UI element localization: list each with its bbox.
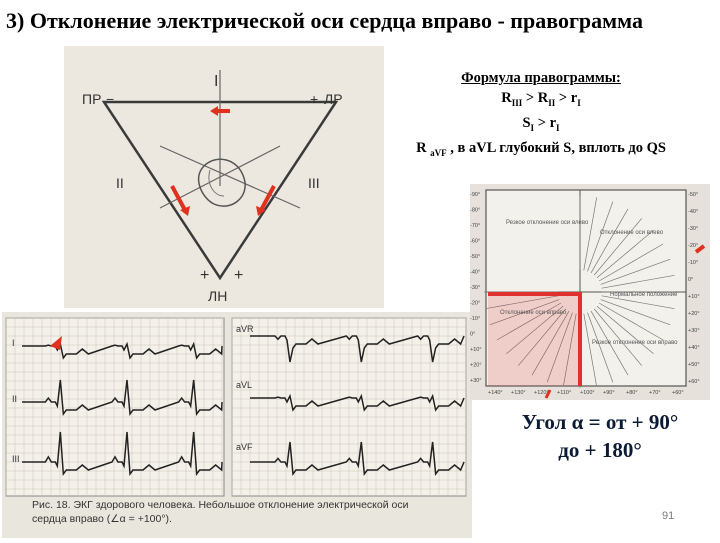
svg-text:−: − xyxy=(106,91,114,107)
axis-tick-left: -20° xyxy=(470,301,480,307)
axis-tick-right: -50° xyxy=(688,192,698,198)
svg-text:+: + xyxy=(310,91,318,107)
axis-tick-left: -90° xyxy=(470,192,480,198)
axis-tick-bottom: +120° xyxy=(534,390,549,396)
formula-heading: Формула правограммы: xyxy=(461,70,621,86)
axis-tick-right: +30° xyxy=(688,328,700,334)
ecg-red-marker xyxy=(50,336,62,350)
axis-tick-bottom: +60° xyxy=(672,390,684,396)
axis-tick-bottom: +70° xyxy=(649,390,661,396)
angle-line-1: Угол α = от + 90° xyxy=(521,410,679,434)
zone-sharp-left-label: Резкое отклонение оси влево xyxy=(506,220,589,226)
ecg-label-avl: aVL xyxy=(236,380,252,390)
axis-tick-right: -20° xyxy=(688,243,698,249)
arrow-lead-ii xyxy=(170,185,188,213)
axis-tick-right: -40° xyxy=(688,209,698,215)
slide-title: 3) Отклонение электрической оси сердца в… xyxy=(6,8,643,33)
ecg-figure: I II III aVR aVL aVF Рис. 18. ЭКГ здоров… xyxy=(2,312,472,538)
axis-tick-right: +40° xyxy=(688,345,700,351)
axis-tick-bottom: +80° xyxy=(626,390,638,396)
ecg-label-avf: aVF xyxy=(236,442,253,452)
einthoven-triangle-figure: I ПР − + ЛР II III + + ЛН xyxy=(64,46,384,308)
axis-tick-right: +60° xyxy=(688,379,700,385)
zone-sharp-right-label: Резкое отклонение оси вправо xyxy=(592,340,678,346)
axis-tick-bottom: +90° xyxy=(603,390,615,396)
axis-tick-left: 0° xyxy=(470,332,475,338)
ecg-trace-avf xyxy=(250,441,465,477)
formula-line-2: SI > rI xyxy=(522,114,560,133)
label-pr: ПР xyxy=(82,91,101,107)
label-ln: ЛН xyxy=(208,288,227,304)
arrow-lead-iii xyxy=(258,185,276,213)
page-number: 91 xyxy=(662,510,675,522)
axis-tick-bottom: +100° xyxy=(580,390,595,396)
ecg-label-avr: aVR xyxy=(236,324,254,334)
axis-tick-left: +20° xyxy=(470,363,482,369)
ecg-trace-avl xyxy=(250,393,465,412)
axis-tick-right: +20° xyxy=(688,311,700,317)
axis-tick-left: -80° xyxy=(470,208,480,214)
label-lead-ii: II xyxy=(116,175,124,191)
ecg-trace-avr xyxy=(250,335,465,363)
axis-tick-left: -40° xyxy=(470,270,480,276)
zone-right-label: Отклонение оси вправо xyxy=(500,310,567,316)
axis-tick-left: -70° xyxy=(470,223,480,229)
axis-tick-left: -30° xyxy=(470,285,480,291)
axis-tick-left: +10° xyxy=(470,347,482,353)
right-deviation-highlight xyxy=(488,292,582,386)
ecg-trace-ii xyxy=(22,379,223,417)
axis-tick-bottom: +130° xyxy=(511,390,526,396)
angle-statement: Угол α = от + 90° до + 180° xyxy=(484,408,716,464)
axis-tick-right: -10° xyxy=(688,260,698,266)
axis-tick-left: -10° xyxy=(470,316,480,322)
svg-text:+: + xyxy=(200,267,209,284)
formula-line-3: R aVF , в aVL глубокий S, вплоть до QS xyxy=(416,139,666,158)
label-lr: ЛР xyxy=(324,91,343,107)
formula-line-1: RIII > RII > rI xyxy=(501,90,581,108)
axis-tick-right: +50° xyxy=(688,362,700,368)
svg-text:+: + xyxy=(234,267,243,284)
axis-tick-left: -50° xyxy=(470,254,480,260)
ecg-label-i: I xyxy=(12,338,15,348)
ecg-label-iii: III xyxy=(12,454,20,464)
axis-tick-bottom: +110° xyxy=(557,390,571,396)
label-lead-iii: III xyxy=(308,175,320,191)
ecg-trace-iii xyxy=(22,431,223,477)
axis-tick-left: -60° xyxy=(470,239,480,245)
axis-tick-right: 0° xyxy=(688,277,693,283)
ecg-caption: Рис. 18. ЭКГ здорового человека. Небольш… xyxy=(32,499,409,525)
axis-tick-right: +10° xyxy=(688,294,700,300)
zone-normal-label: Нормальное положение xyxy=(610,292,678,298)
axis-tick-bottom: +140° xyxy=(488,390,503,396)
zone-left-label: Отклонение оси влево xyxy=(600,230,664,236)
ecg-label-ii: II xyxy=(12,394,17,404)
angle-line-2: до + 180° xyxy=(558,438,642,462)
formula-block: Формула правограммы: RIII > RII > rI SI … xyxy=(376,68,706,163)
axis-tick-right: -30° xyxy=(688,226,698,232)
heart-sketch xyxy=(197,158,246,207)
axis-deviation-chart: Отклонение оси влево Нормальное положени… xyxy=(470,184,710,400)
axis-tick-left: +30° xyxy=(470,378,482,384)
right-deviation-zone xyxy=(488,294,580,386)
label-lead-i: I xyxy=(214,73,218,90)
